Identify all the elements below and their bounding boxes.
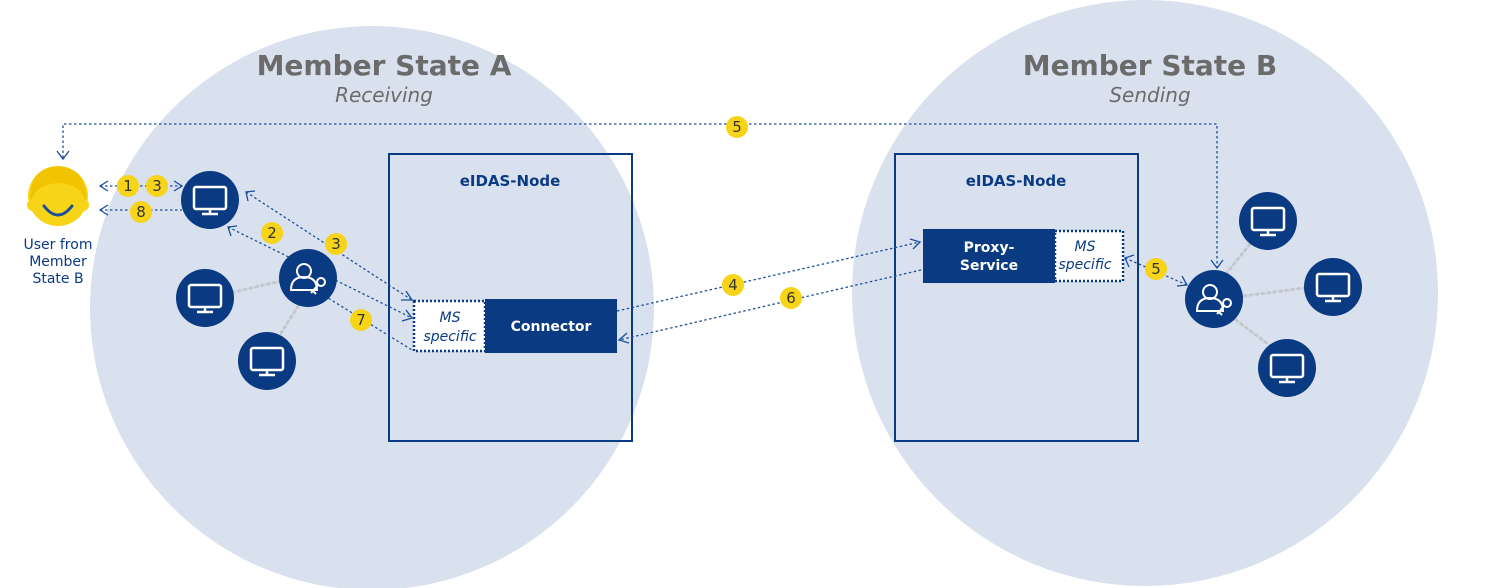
step-badge: 6 xyxy=(780,287,802,309)
connector-box xyxy=(485,299,617,353)
arrowhead-pc-upper xyxy=(245,190,256,202)
flow-top-loop xyxy=(62,123,1218,268)
computer-icon-a-main xyxy=(179,169,241,231)
member-state-b-subtitle: Sending xyxy=(1109,83,1190,107)
step-badge: 3 xyxy=(146,175,168,197)
eidas-node-b-frame xyxy=(894,153,1139,442)
arrowhead-connector xyxy=(617,332,630,344)
step-number: 5 xyxy=(732,118,742,136)
ms-specific-b-line1: MS xyxy=(1075,239,1096,255)
step-number: 3 xyxy=(331,235,341,253)
connector-label: Connector xyxy=(511,319,592,335)
proxy-service-line2: Service xyxy=(960,258,1018,274)
flow-proxy-connector xyxy=(618,269,922,341)
step-number: 4 xyxy=(728,276,738,294)
eidas-node-a-frame xyxy=(388,153,633,442)
member-state-a-subtitle: Receiving xyxy=(335,83,433,107)
arrowhead-ms-lower xyxy=(401,309,414,322)
flow-ms-idp-b xyxy=(1124,257,1188,286)
step-number: 6 xyxy=(786,289,796,307)
arrowhead-proxy xyxy=(909,238,922,250)
link-idp-b-pc2 xyxy=(1242,286,1306,298)
arrowhead-user-left xyxy=(98,180,109,192)
ms-specific-a-line2: specific xyxy=(423,329,476,345)
step-badge: 5 xyxy=(1145,258,1167,280)
link-idp-b-pc3 xyxy=(1234,318,1270,346)
user-label-line2: Member xyxy=(29,254,87,270)
step-badge: 7 xyxy=(350,309,372,331)
flow-arrows xyxy=(56,123,1224,351)
member-state-b-region xyxy=(852,0,1438,586)
member-state-a-title: Member State A xyxy=(257,49,512,82)
step-badge: 5 xyxy=(726,116,748,138)
eidas-node-b-title: eIDAS-Node xyxy=(966,172,1067,190)
computer-icon-a-left xyxy=(174,267,236,329)
step-number: 7 xyxy=(356,311,366,329)
arrowhead-pc-lower xyxy=(227,225,238,237)
proxy-service-line1: Proxy- xyxy=(964,240,1015,256)
ms-specific-a-box xyxy=(412,299,487,353)
member-state-a-region xyxy=(90,26,654,588)
computer-icon-b-right xyxy=(1302,256,1364,318)
arrowhead-ms-b xyxy=(1124,254,1135,268)
proxy-service-box xyxy=(923,229,1055,283)
ms-specific-b-line2: specific xyxy=(1058,257,1111,273)
link-idp-a-pc2 xyxy=(276,304,300,340)
identity-provider-icon-a xyxy=(278,248,338,308)
user-label-line1: User from xyxy=(24,237,93,253)
step-badge: 4 xyxy=(722,274,744,296)
flow-idp-ms xyxy=(319,292,413,351)
step-number: 1 xyxy=(123,177,133,195)
flow-pc-connector-upper xyxy=(245,191,413,301)
user-avatar-icon xyxy=(27,166,89,226)
arrowhead-user-left-8 xyxy=(98,204,109,216)
step-number: 5 xyxy=(1151,260,1161,278)
step-number: 2 xyxy=(267,224,277,242)
flow-pc-ms-lower xyxy=(227,226,413,319)
arrowhead-ms-upper xyxy=(401,290,414,301)
eidas-node-a-title: eIDAS-Node xyxy=(460,172,561,190)
arrowhead-idp-b xyxy=(1176,275,1189,287)
arrowhead-idp-b-top xyxy=(1210,259,1224,270)
step-badge: 3 xyxy=(325,233,347,255)
step-number: 8 xyxy=(136,203,146,221)
member-state-b-title: Member State B xyxy=(1023,49,1278,82)
user-label-line3: State B xyxy=(32,271,83,287)
arrowhead-pc-right xyxy=(173,180,184,192)
link-idp-a-pc1 xyxy=(232,279,283,294)
step-badge: 8 xyxy=(130,201,152,223)
computer-icon-b-top xyxy=(1237,190,1299,252)
arrowhead-user-top xyxy=(56,150,70,161)
ms-specific-b-box xyxy=(1053,229,1125,283)
step-badge: 1 xyxy=(117,175,139,197)
flow-connector-proxy xyxy=(616,241,921,312)
ms-specific-a-line1: MS xyxy=(440,310,461,326)
link-idp-b-pc1 xyxy=(1224,242,1252,276)
identity-provider-icon-b xyxy=(1184,269,1244,329)
step-number: 3 xyxy=(152,177,162,195)
computer-icon-a-bottom xyxy=(236,330,298,392)
computer-icon-b-bottom xyxy=(1256,337,1318,399)
step-badge: 2 xyxy=(261,222,283,244)
